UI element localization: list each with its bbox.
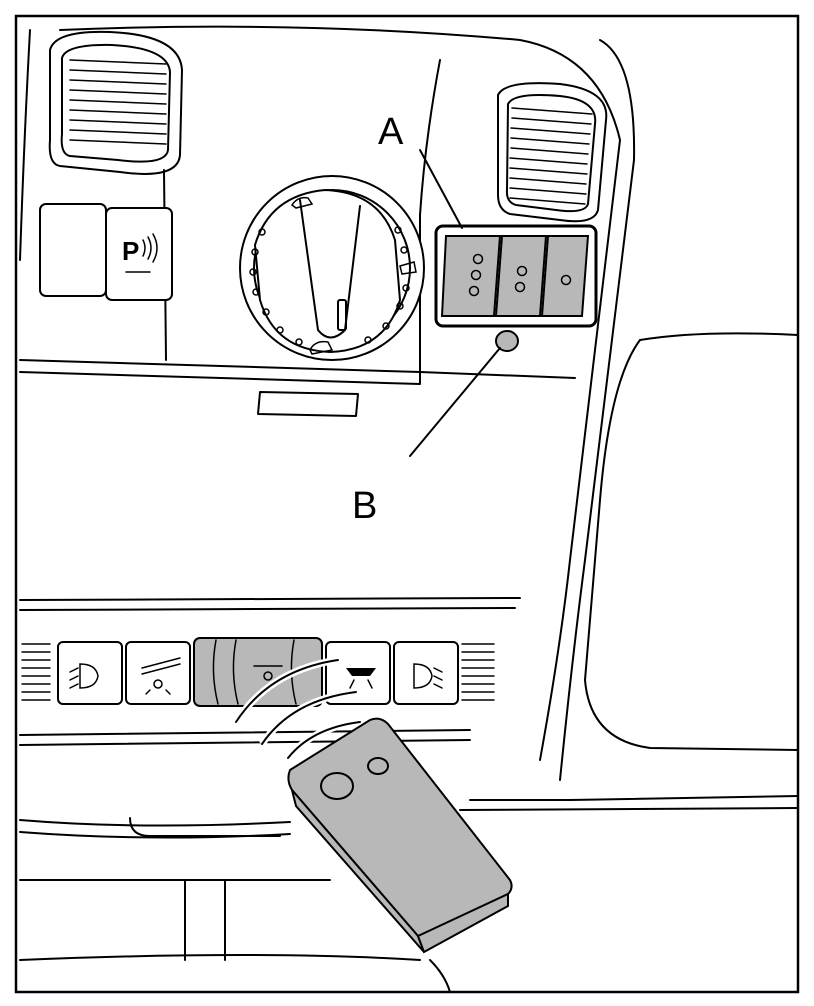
switch-position-dots xyxy=(249,226,410,346)
callout-b: B xyxy=(352,347,501,527)
callout-b-label: B xyxy=(352,485,377,527)
garage-door-opener-panel xyxy=(434,224,598,328)
reading-light-switch-left[interactable] xyxy=(125,641,191,705)
callout-a: A xyxy=(378,111,463,229)
signal-waves xyxy=(233,656,361,761)
blank-switch[interactable] xyxy=(39,203,107,297)
indicator-led-icon xyxy=(495,330,519,352)
light-rotary-switch-icon xyxy=(253,188,402,354)
callout-a-label: A xyxy=(378,111,404,153)
remote-button-large[interactable] xyxy=(320,772,354,800)
left-grille xyxy=(21,643,51,701)
rear-fog-light-switch[interactable] xyxy=(393,641,459,705)
interior-light-icon xyxy=(253,665,283,681)
button-2-dots xyxy=(514,265,528,293)
reading-light-left-icon xyxy=(141,657,181,695)
fog-light-switch[interactable] xyxy=(57,641,123,705)
interior-light-switch[interactable] xyxy=(193,637,323,707)
parking-button-label: P xyxy=(122,236,139,266)
right-air-vent xyxy=(497,82,608,223)
dashboard-outline xyxy=(19,25,799,993)
lower-switch-row xyxy=(21,637,495,707)
garage-door-opener-button-1[interactable] xyxy=(440,235,502,317)
parking-sensor-icon xyxy=(125,233,158,273)
button-3-dot xyxy=(560,274,572,286)
garage-door-opener-button-icon xyxy=(468,253,484,297)
reading-light-right-icon xyxy=(346,668,376,689)
right-vent-louvers xyxy=(509,107,593,205)
garage-door-opener-button-3[interactable] xyxy=(540,235,590,317)
parking-sensor-button[interactable]: P xyxy=(105,207,173,301)
rear-light-icon xyxy=(413,663,443,689)
reading-light-switch-right[interactable] xyxy=(325,641,391,705)
louvered-air-vent-icon xyxy=(69,59,167,145)
light-rotary-switch[interactable] xyxy=(239,175,425,361)
headlight-icon xyxy=(69,663,99,689)
left-air-vent xyxy=(48,30,183,175)
garage-door-opener-button-2[interactable] xyxy=(494,235,548,317)
remote-button-small[interactable] xyxy=(367,757,389,775)
right-grille xyxy=(461,643,495,701)
figure-frame xyxy=(14,14,800,994)
remote-control-transmitter-icon[interactable] xyxy=(287,717,513,954)
